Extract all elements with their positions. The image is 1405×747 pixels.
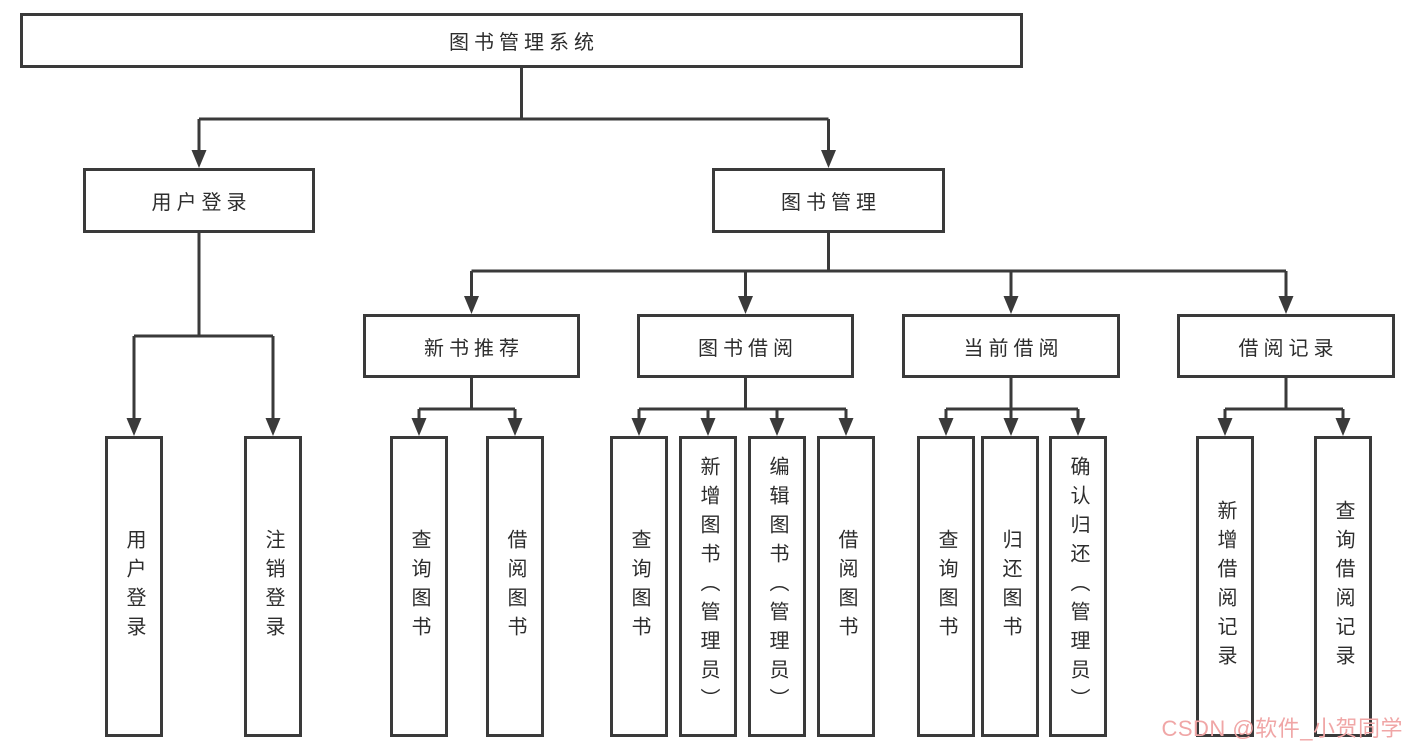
node-new-book-recommend: 新书推荐: [363, 314, 580, 378]
node-current-borrowing: 当前借阅: [902, 314, 1120, 378]
leaf-label: 借阅图书: [504, 528, 526, 645]
leaf-borrow-books-recommend: 借阅图书: [486, 436, 544, 737]
leaf-return-books: 归还图书: [981, 436, 1039, 737]
connector-borrowing-records-to-leaves: [1217, 378, 1351, 436]
leaf-label: 查询图书: [628, 528, 650, 645]
leaf-query-books-borrowing: 查询图书: [610, 436, 668, 737]
leaf-borrow-books-borrowing: 借阅图书: [817, 436, 875, 737]
leaf-user-login: 用户登录: [105, 436, 163, 737]
leaf-label: 借阅图书: [835, 528, 857, 645]
node-user-login: 用户登录: [83, 168, 315, 233]
leaf-label: 新增图书（管理员）: [697, 456, 719, 717]
leaf-query-borrow-record: 查询借阅记录: [1314, 436, 1372, 737]
connector-book-borrowing-to-leaves: [631, 378, 854, 436]
leaf-confirm-return-admin: 确认归还（管理员）: [1049, 436, 1107, 737]
node-book-management: 图书管理: [712, 168, 945, 233]
leaf-label: 用户登录: [123, 528, 145, 645]
connector-user-login-to-leaves: [126, 233, 281, 436]
leaf-edit-books-admin: 编辑图书（管理员）: [748, 436, 806, 737]
connector-book-management-to-level3: [464, 233, 1294, 314]
leaf-add-books-admin: 新增图书（管理员）: [679, 436, 737, 737]
leaf-label: 编辑图书（管理员）: [766, 456, 788, 717]
connector-current-borrowing-to-leaves: [938, 378, 1086, 436]
leaf-label: 查询图书: [408, 528, 430, 645]
node-system-root: 图书管理系统: [20, 13, 1023, 68]
connector-new-book-to-leaves: [411, 378, 523, 436]
leaf-label: 注销登录: [262, 528, 284, 645]
leaf-query-books-recommend: 查询图书: [390, 436, 448, 737]
connector-root-to-level2: [191, 68, 836, 168]
leaf-add-borrow-record: 新增借阅记录: [1196, 436, 1254, 737]
csdn-watermark: CSDN @软件_小贺同学: [1161, 716, 1403, 741]
leaf-label: 查询借阅记录: [1332, 499, 1354, 674]
leaf-query-books-current: 查询图书: [917, 436, 975, 737]
node-borrowing-records: 借阅记录: [1177, 314, 1395, 378]
leaf-label: 确认归还（管理员）: [1067, 456, 1089, 717]
leaf-label: 查询图书: [935, 528, 957, 645]
leaf-label: 新增借阅记录: [1214, 499, 1236, 674]
node-book-borrowing: 图书借阅: [637, 314, 854, 378]
leaf-logout-login: 注销登录: [244, 436, 302, 737]
leaf-label: 归还图书: [999, 528, 1021, 645]
